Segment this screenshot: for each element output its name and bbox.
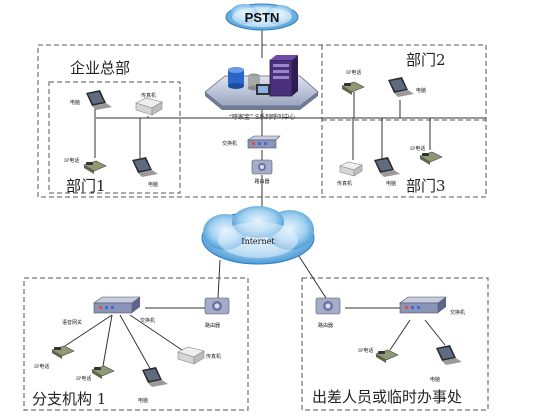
remote-router-icon	[315, 297, 341, 315]
dept3-ip-phone-icon	[419, 151, 443, 165]
hq-pc2-label: 电脑	[148, 181, 158, 188]
call-center-label: “呼家宝” S系列呼叫中心	[229, 113, 295, 121]
hq-ip-phone-icon	[83, 160, 107, 174]
branch-title: 分支机构 1	[32, 390, 106, 408]
dept2-laptop-icon	[388, 77, 414, 97]
dept2-pc-label: 电脑	[416, 87, 426, 94]
remote-pc-label: 电脑	[430, 376, 440, 383]
branch-gateway-label: 语音网关	[62, 319, 82, 326]
branch-fax-icon	[177, 346, 205, 365]
internet-label: Internet	[241, 237, 275, 246]
dept2-title: 部门2	[406, 51, 446, 69]
branch-router-icon	[204, 297, 230, 315]
dept3-ip-phone-label: IP电话	[410, 145, 425, 152]
dept3-laptop-icon	[374, 157, 400, 177]
dept1-title: 部门1	[66, 177, 106, 195]
hq-laptop-icon	[86, 90, 112, 110]
connections	[64, 30, 486, 373]
branch-ip-phone1-icon	[51, 345, 75, 359]
hq-router	[251, 159, 273, 175]
remote-router-label: 路由器	[318, 322, 333, 329]
remote-region	[301, 277, 489, 411]
remote-switch-icon	[399, 296, 447, 314]
hq-fax-icon	[135, 97, 163, 116]
dept3-title: 部门3	[406, 177, 446, 195]
branch-switch-label: 交换机	[140, 317, 155, 324]
remote-laptop-icon	[436, 345, 462, 365]
dept3-fax-icon	[339, 161, 363, 177]
dept1-region	[48, 81, 181, 194]
hq-laptop2-icon	[132, 157, 158, 177]
branch-router-label: 路由器	[205, 322, 220, 329]
branch-pc-label: 电脑	[138, 397, 148, 404]
branch-laptop-icon	[142, 367, 168, 387]
pstn-cloud: PSTN	[225, 3, 299, 31]
dept3-fax-label: 传真机	[337, 180, 352, 187]
dept2-ip-phone-icon	[341, 81, 365, 95]
hq-pc-label: 电脑	[70, 99, 80, 106]
hq-title: 企业总部	[70, 59, 130, 77]
remote-switch-label: 交换机	[450, 309, 465, 316]
internet-cloud: Internet	[201, 206, 315, 265]
remote-title: 出差人员或临时办事处	[312, 388, 462, 406]
branch-gateway-icon	[93, 296, 141, 314]
hq-fax-label: 传真机	[141, 92, 156, 99]
branch-fax-label: 传真机	[206, 353, 221, 360]
dept2-ip-phone-label: IP电话	[346, 69, 361, 76]
branch-region	[23, 277, 249, 411]
call-center-servers	[204, 55, 319, 110]
remote-ip-phone-icon	[375, 349, 399, 363]
hq-router-label: 路由器	[254, 178, 269, 185]
remote-ip-phone-label: IP电话	[358, 347, 373, 354]
hq-switch	[247, 135, 281, 149]
hq-ip-phone-label: IP电话	[64, 157, 79, 164]
dept3-pc-label: 电脑	[386, 180, 396, 187]
branch-ip-phone1-label: IP电话	[34, 363, 49, 370]
branch-ip-phone2-icon	[91, 365, 115, 379]
branch-ip-phone2-label: IP电话	[76, 375, 91, 382]
pstn-label: PSTN	[245, 10, 280, 25]
hq-switch-label: 交换机	[222, 140, 237, 147]
